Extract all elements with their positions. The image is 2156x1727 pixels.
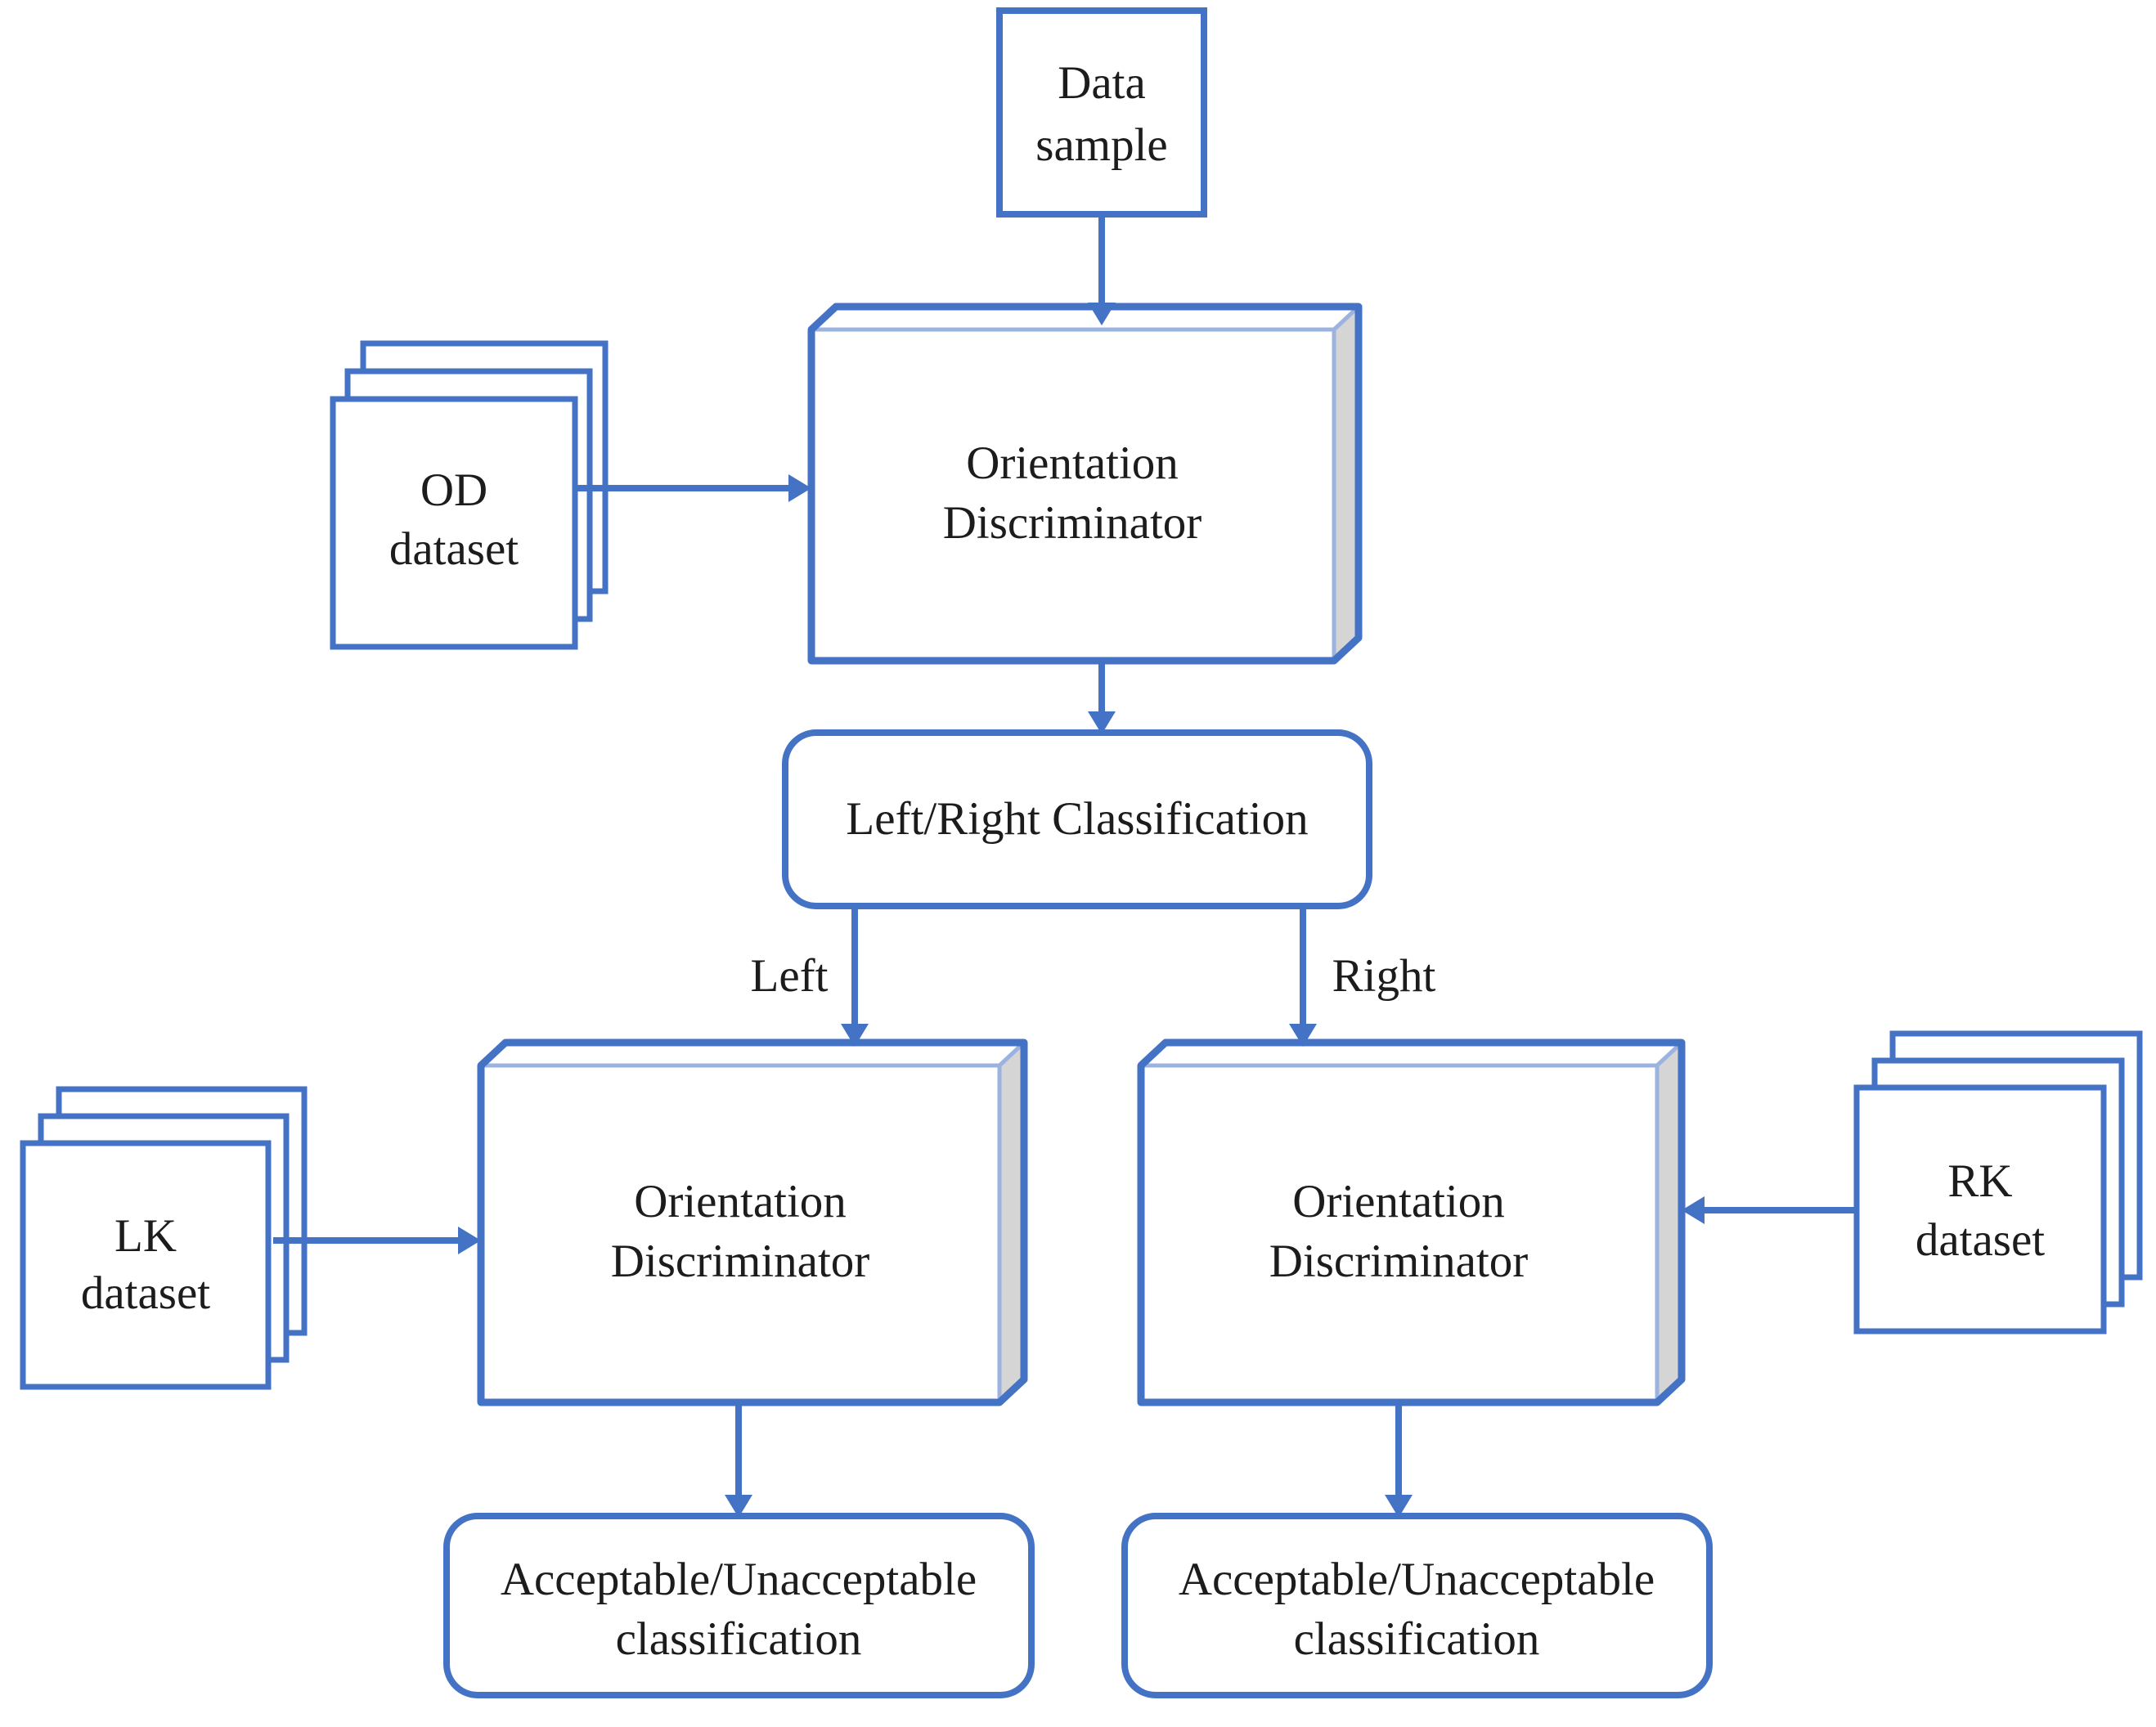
rk-dataset-label-line2: dataset — [1916, 1214, 2045, 1266]
node-lk-dataset: LK dataset — [20, 1086, 308, 1390]
arrow-down-icon — [841, 1024, 869, 1047]
left-cube-side-face — [999, 1043, 1024, 1402]
right-branch-label: Right — [1332, 950, 1436, 1002]
left-discriminator-label-line1: Orientation — [634, 1176, 847, 1227]
right-cube-side-face — [1657, 1043, 1682, 1402]
arrow-down-icon — [1289, 1024, 1317, 1047]
lk-dataset-label-line2: dataset — [81, 1267, 210, 1319]
node-od-dataset: OD dataset — [330, 340, 609, 650]
outcome-left-label-line1: Acceptable/Unacceptable — [501, 1554, 977, 1605]
left-cube-front-face — [478, 1063, 1002, 1405]
edge-right-discriminator-to-outcome — [1385, 1406, 1413, 1518]
od-dataset-label-line2: dataset — [389, 523, 519, 575]
arrow-right-icon — [788, 474, 811, 502]
outcome-left-box — [443, 1513, 1035, 1698]
edge-lk-dataset-to-left-discriminator — [273, 1227, 481, 1254]
outcome-right-box — [1121, 1513, 1713, 1698]
top-cube-top-face — [811, 307, 1359, 330]
classification-box — [782, 729, 1372, 909]
rk-sheet-front — [1853, 1084, 2107, 1334]
left-branch-label: Left — [751, 950, 829, 1002]
right-discriminator-label-line1: Orientation — [1292, 1176, 1505, 1227]
arrow-down-icon — [1385, 1495, 1413, 1518]
classification-label: Left/Right Classification — [846, 793, 1308, 845]
rk-dataset-label-line1: RK — [1947, 1155, 2012, 1207]
top-cube-side-face — [1334, 307, 1359, 661]
node-left-right-classification: Left/Right Classification — [782, 729, 1372, 909]
left-cube-top-face — [481, 1043, 1024, 1065]
node-orientation-discriminator-right: Orientation Discriminator — [1137, 1038, 1686, 1406]
right-cube-corner-edge — [1655, 1041, 1683, 1067]
lk-sheet-front — [20, 1140, 272, 1390]
od-dataset-label-line1: OD — [420, 464, 487, 516]
node-outcome-right: Acceptable/Unacceptable classification — [1121, 1513, 1713, 1698]
top-cube-corner-edge — [1332, 305, 1360, 331]
right-discriminator-label-line2: Discriminator — [1269, 1236, 1529, 1287]
outcome-left-label-line2: classification — [616, 1613, 862, 1665]
arrow-right-icon — [458, 1227, 481, 1254]
node-outcome-left: Acceptable/Unacceptable classification — [443, 1513, 1035, 1698]
top-discriminator-label-line2: Discriminator — [943, 497, 1202, 549]
data-sample-label-line1: Data — [1058, 57, 1146, 109]
left-cube-corner-edge — [998, 1041, 1026, 1067]
edge-classification-left-branch: Left — [751, 909, 869, 1047]
right-cube-top-face — [1141, 1043, 1682, 1065]
edge-data-sample-to-top-discriminator — [1088, 218, 1116, 325]
top-cube-outline — [807, 303, 1363, 665]
edge-od-dataset-to-top-discriminator — [575, 474, 811, 502]
data-sample-box — [996, 7, 1207, 218]
arrow-left-icon — [1682, 1196, 1705, 1224]
edge-left-discriminator-to-outcome — [725, 1406, 752, 1518]
node-orientation-discriminator-top: Orientation Discriminator — [807, 303, 1363, 665]
arrow-down-icon — [1088, 303, 1116, 325]
arrow-down-icon — [725, 1495, 752, 1518]
arrow-down-icon — [1088, 711, 1116, 734]
node-data-sample: Data sample — [996, 7, 1207, 218]
data-sample-label-line2: sample — [1035, 119, 1167, 171]
edge-rk-dataset-to-right-discriminator — [1682, 1196, 1857, 1224]
left-cube-outline — [477, 1038, 1028, 1406]
node-orientation-discriminator-left: Orientation Discriminator — [477, 1038, 1028, 1406]
od-sheet-front — [330, 396, 578, 650]
edge-classification-right-branch: Right — [1289, 909, 1436, 1047]
top-cube-front-face — [809, 327, 1336, 663]
node-rk-dataset: RK dataset — [1853, 1030, 2143, 1334]
top-discriminator-label-line1: Orientation — [966, 437, 1179, 489]
lk-dataset-label-line1: LK — [115, 1210, 177, 1262]
outcome-right-label-line2: classification — [1294, 1613, 1540, 1665]
edge-top-discriminator-to-classification — [1088, 664, 1116, 734]
right-cube-front-face — [1139, 1063, 1660, 1405]
right-cube-outline — [1137, 1038, 1686, 1406]
left-discriminator-label-line2: Discriminator — [611, 1236, 870, 1287]
outcome-right-label-line1: Acceptable/Unacceptable — [1179, 1554, 1655, 1605]
